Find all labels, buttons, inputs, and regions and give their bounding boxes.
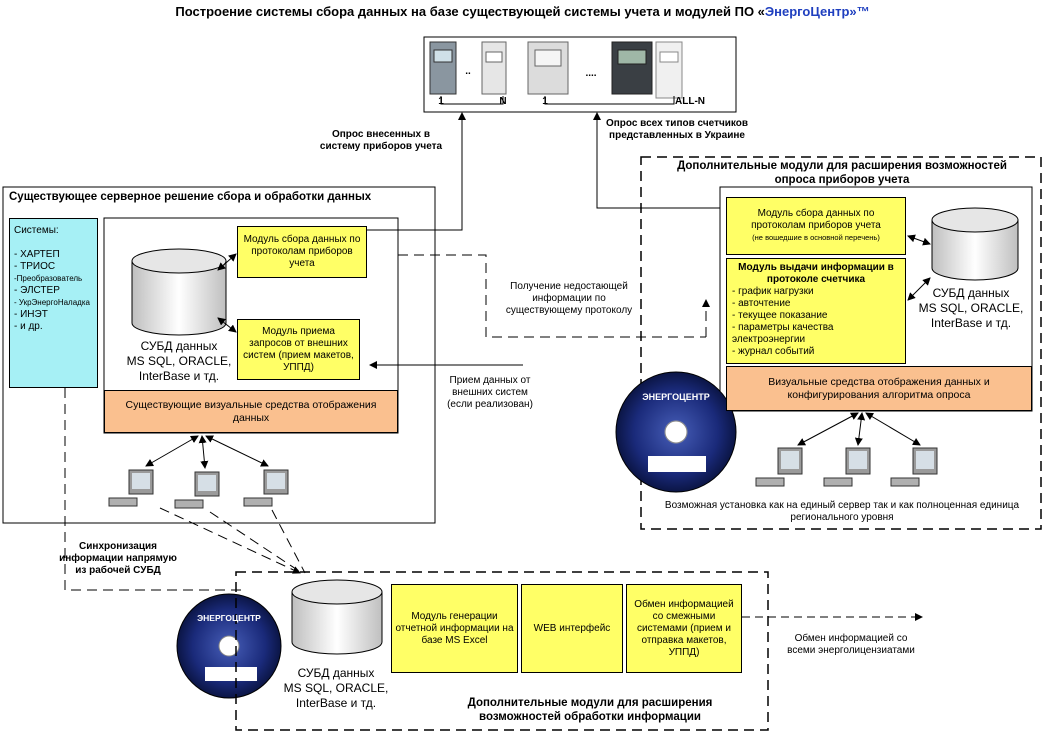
systems-item: - ХАРТЕП [14,249,60,260]
extra-visual-tools: Визуальные средства отображения данных и… [726,366,1032,411]
systems-item: - ИНЭТ [14,309,48,320]
database-icon [291,579,383,655]
exchange-module: Обмен информацией со смежными системами … [626,584,742,673]
meter-label: N [499,96,507,107]
systems-item: - УкрЭнергоНаладка [14,298,90,307]
meter-label: ALL-N [675,96,705,107]
existing-visual-tools: Существующие визуальные средства отображ… [104,390,398,433]
systems-title: Системы: [14,225,59,236]
software-disc-icon [176,593,282,699]
additional-poll-heading: Дополнительные модули для расширения воз… [677,160,1007,186]
systems-item: - ЭЛСТЕР [14,285,60,296]
systems-item: - и др. [14,321,43,332]
output-module: Модуль выдачи информации в протоколе сче… [726,258,906,364]
disc-brand: ЭНЕРГОЦЕНТР [642,392,710,402]
existing-heading: Существующее серверное решение сбора и о… [9,191,372,203]
disc-brand: ЭНЕРГОЦЕНТР [197,613,261,623]
systems-item: - ТРИОС [14,261,56,272]
meter-label: 1 [438,96,444,107]
database-icon [131,248,227,336]
report-module: Модуль генерации отчетной информации на … [391,584,518,673]
collect-module: Модуль сбора данных по протоколам прибор… [237,226,367,278]
meter-icon [429,41,683,99]
database-icon [931,207,1019,281]
extra-collect-module: Модуль сбора данных по протоколам прибор… [726,197,906,255]
meter-dots: .. [465,66,471,77]
meter-dots: .... [585,68,597,79]
systems-panel: Системы: - ХАРТЕП - ТРИОС -Преобразовате… [9,218,98,388]
web-interface-module: WEB интерфейс [521,584,623,673]
page-title: Построение системы сбора данных на базе … [175,4,870,19]
software-disc-icon [615,371,737,493]
request-module: Модуль приема запросов от внешних систем… [237,319,360,380]
install-note: Возможная установка как на единый сервер… [664,500,1020,523]
workstation-icon [108,469,289,509]
systems-item: -Преобразователь [14,274,83,283]
workstation-icon [755,447,938,487]
meter-label: 1 [542,96,548,107]
